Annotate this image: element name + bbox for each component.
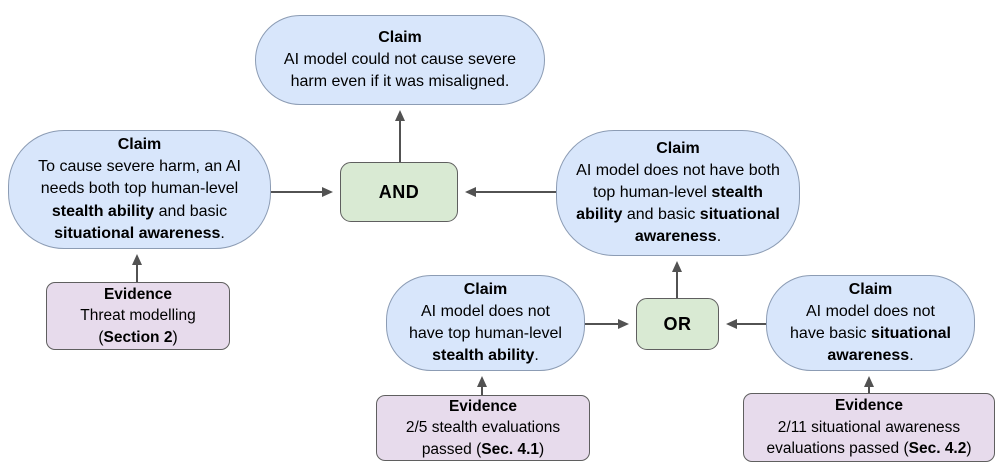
claim-right-title: Claim	[656, 139, 700, 157]
evidence-threat-modelling-body: Threat modelling(Section 2)	[80, 307, 196, 346]
or-gate-label: OR	[663, 313, 692, 334]
claim-left-title: Claim	[117, 136, 162, 154]
claim-top-title: Claim	[378, 28, 422, 46]
claim-stealth-title: Claim	[463, 280, 508, 298]
claim-situational-awareness-title: Claim	[848, 280, 893, 298]
evidence-stealth-evals-title: Evidence	[448, 397, 518, 415]
evidence-threat-modelling-title: Evidence	[103, 285, 173, 303]
and-gate: AND	[340, 162, 458, 222]
evidence-situational-evals-title: Evidence	[834, 397, 904, 415]
and-gate-label: AND	[378, 181, 420, 202]
or-gate: OR	[636, 298, 719, 350]
evidence-threat-modelling-node: Evidence Threat modelling(Section 2)	[46, 282, 230, 350]
